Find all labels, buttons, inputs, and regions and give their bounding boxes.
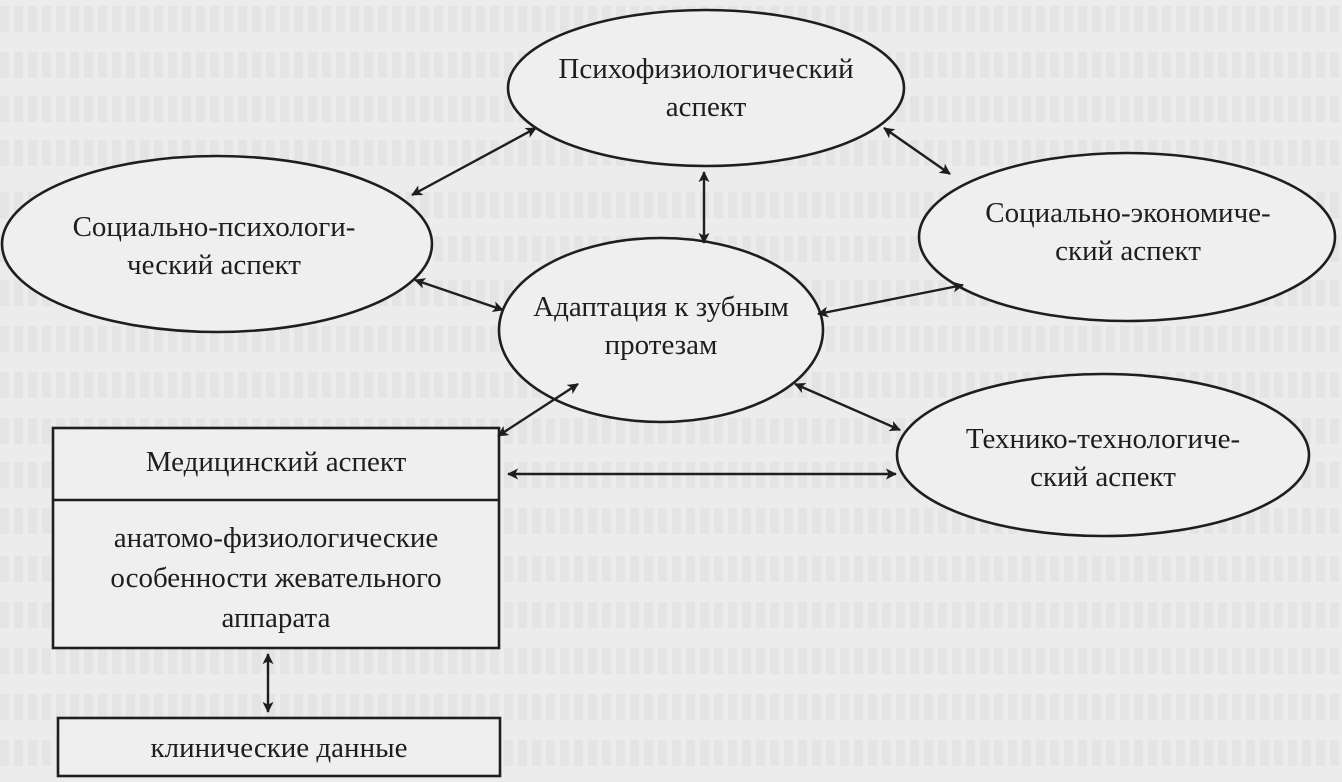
node-medical-box xyxy=(51,426,501,650)
node-technical-shape xyxy=(895,372,1311,538)
node-adaptation-label: Адаптация к зубным протезам xyxy=(533,291,789,361)
node-clinical-label: клинические данные xyxy=(150,732,408,764)
arrow-adaptation-technical xyxy=(794,382,901,432)
node-medical-body: анатомо-физиологические особенности жева… xyxy=(110,522,442,634)
arrow-adaptation-medical xyxy=(497,382,579,438)
background-text-line xyxy=(0,694,1342,720)
node-socio-economic-shape xyxy=(917,151,1337,323)
node-adaptation-shape xyxy=(497,236,825,424)
node-clinical-box xyxy=(56,716,502,778)
node-socio-psychological-label: Социально-психологи- ческий аспект xyxy=(72,211,356,281)
arrow-psychophysiological-socio-psychological xyxy=(411,126,537,197)
background-text-line xyxy=(0,648,1342,674)
node-socio-economic-label: Социально-экономиче- ский аспект xyxy=(985,197,1271,267)
node-psychophysiological-label: Психофизиологический аспект xyxy=(558,53,854,123)
node-socio-psychological-shape xyxy=(0,154,434,334)
node-medical-title: Медицинский аспект xyxy=(145,446,407,478)
node-technical-label: Технико-технологиче- ский аспект xyxy=(965,423,1241,493)
arrow-socio-psychological-adaptation xyxy=(414,278,504,312)
arrow-socio-economic-adaptation xyxy=(817,281,964,318)
arrow-psychophysiological-socio-economic xyxy=(883,127,951,175)
node-psychophysiological-shape xyxy=(506,8,906,168)
